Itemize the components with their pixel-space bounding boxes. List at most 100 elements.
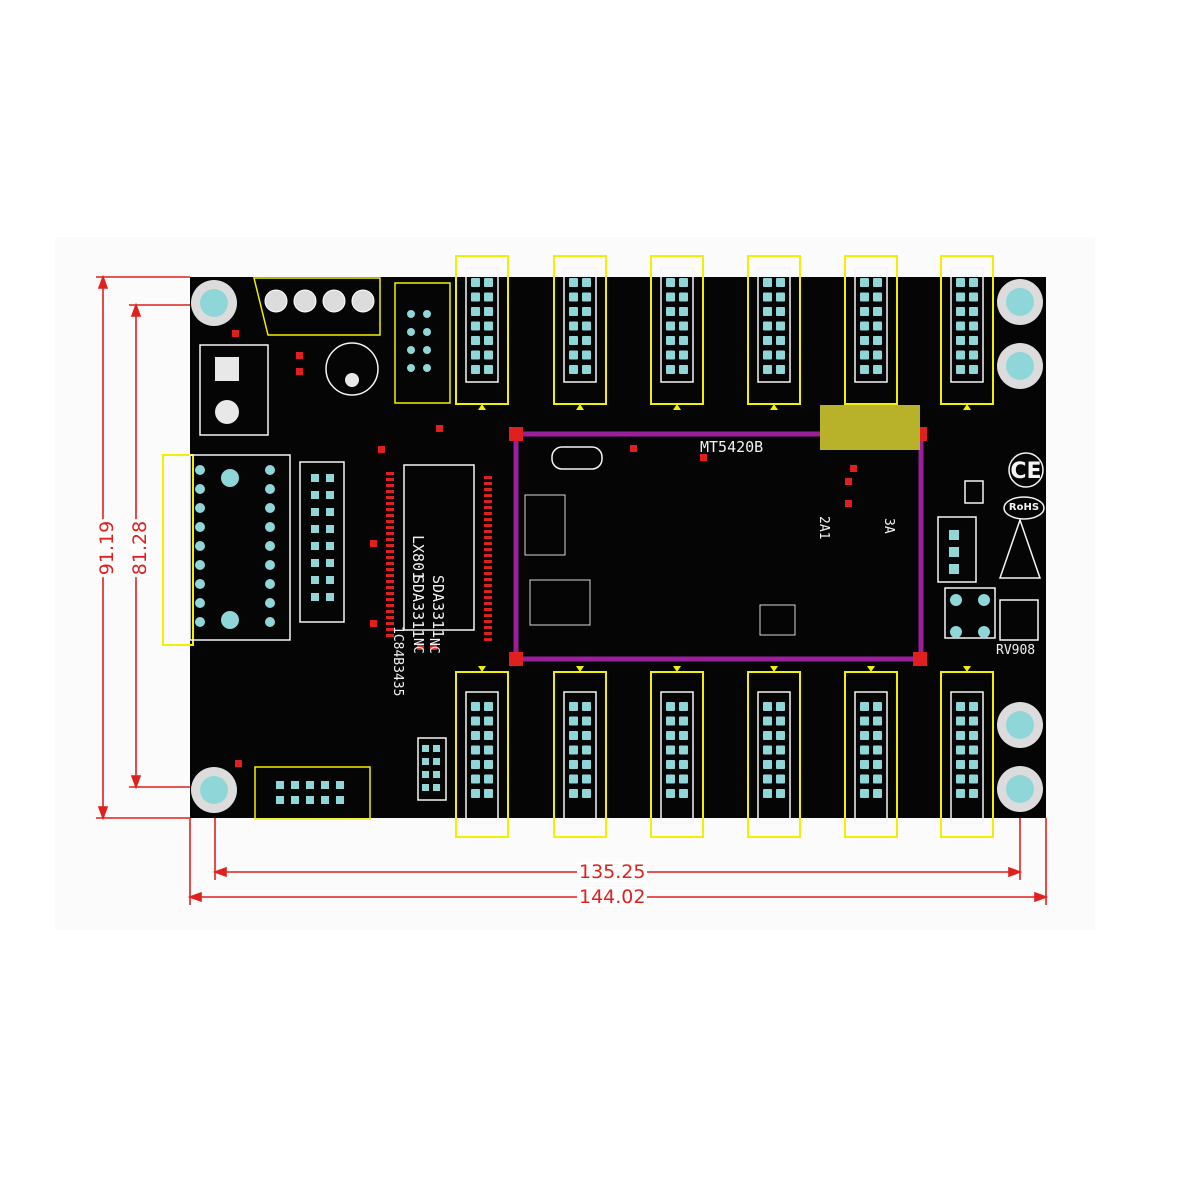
- dc-jack-pin: [215, 400, 239, 424]
- header-pin: [471, 745, 480, 755]
- smd-pad-left: [386, 508, 394, 511]
- right-connector: [937, 516, 977, 583]
- small-header: [417, 737, 447, 801]
- header-pin: [582, 760, 591, 769]
- mounting-hole: [997, 343, 1043, 389]
- header-pin: [569, 774, 578, 784]
- header-pin: [860, 307, 869, 316]
- header-pin: [776, 278, 785, 287]
- header-pin: [582, 745, 591, 755]
- header-pin: [956, 307, 965, 316]
- header-pin: [582, 336, 591, 345]
- header-pin: [484, 716, 493, 726]
- dim-height-outer: 91.19: [96, 518, 119, 578]
- header-pin: [666, 292, 675, 302]
- smd-pad-right: [484, 572, 492, 575]
- mounting-hole: [997, 766, 1043, 812]
- serial-pin: [265, 617, 275, 627]
- smd-pad-right: [484, 518, 492, 521]
- smd-pad-left: [386, 580, 394, 583]
- header-pin: [679, 278, 688, 287]
- serial-pin: [265, 465, 275, 475]
- power-connector-outline: [253, 277, 381, 336]
- header-pin: [776, 350, 785, 360]
- header-pin: [763, 321, 772, 331]
- ribbon-header: [455, 666, 509, 838]
- smd-pad-left: [386, 532, 394, 535]
- header-pin: [763, 760, 772, 769]
- header-pin: [484, 745, 493, 755]
- ribbon-header: [747, 255, 801, 410]
- header-pin: [763, 745, 772, 755]
- smd-pad-right: [484, 524, 492, 527]
- smd-pad-left: [386, 592, 394, 595]
- warning-triangle: [998, 517, 1042, 579]
- smd-pad-right: [484, 554, 492, 557]
- header-pin: [569, 307, 578, 316]
- header-body: [660, 691, 694, 824]
- smd-part: [430, 643, 437, 650]
- ribbon-header: [844, 666, 898, 838]
- main-ic-outline: [403, 464, 475, 631]
- smd-pad-right: [484, 584, 492, 587]
- smd-pad-right: [484, 626, 492, 629]
- header-pin: [873, 731, 882, 740]
- bottom-header-pin: [291, 796, 299, 804]
- small-header-pin: [433, 771, 440, 778]
- header-pin: [873, 350, 882, 360]
- header-pin: [776, 307, 785, 316]
- header-pin: [776, 716, 785, 726]
- smd-pad-right: [484, 590, 492, 593]
- header-pin: [679, 731, 688, 740]
- header-pin: [860, 292, 869, 302]
- smd-pad-right: [484, 614, 492, 617]
- bottom-header-pin: [291, 781, 299, 789]
- smd-pad-right: [484, 500, 492, 503]
- ribbon-header: [650, 666, 704, 838]
- header-pin: [484, 774, 493, 784]
- bottom-header-pin: [276, 781, 284, 789]
- potentiometer-outline: [999, 599, 1039, 641]
- power-pin: [264, 289, 288, 313]
- header-pin: [860, 365, 869, 374]
- ribbon-header: [940, 255, 994, 410]
- header-pin: [666, 307, 675, 316]
- header-pin: [569, 716, 578, 726]
- header-pin: [873, 321, 882, 331]
- header-pin: [582, 731, 591, 740]
- hole-pad: [1006, 352, 1034, 380]
- serial-pin: [265, 579, 275, 589]
- top-small-header: [394, 282, 451, 404]
- side-header-pin: [311, 559, 319, 567]
- top-small-pin: [423, 346, 431, 354]
- header-pin: [873, 365, 882, 374]
- ribbon-header: [650, 255, 704, 410]
- header-pin: [956, 321, 965, 331]
- header-body: [465, 267, 499, 383]
- header-pin: [969, 702, 978, 711]
- header-pin: [969, 789, 978, 798]
- label-cap-a: 2A1: [816, 516, 831, 540]
- header-pin: [484, 760, 493, 769]
- mounting-holes: [191, 279, 1043, 813]
- header-pin: [582, 365, 591, 374]
- pin1-marker: [770, 404, 778, 410]
- header-pin: [666, 731, 675, 740]
- smd-part: [630, 445, 637, 452]
- header-pin: [860, 745, 869, 755]
- small-header-pin: [433, 745, 440, 752]
- header-pin: [569, 292, 578, 302]
- header-body: [854, 267, 888, 383]
- smd-pad-left: [386, 586, 394, 589]
- header-pin: [860, 731, 869, 740]
- rohs-mark: RoHS: [1008, 502, 1040, 513]
- hole-pad: [1006, 711, 1034, 739]
- power-pin: [322, 289, 346, 313]
- header-slots: [455, 255, 994, 838]
- crystal-outline: [551, 446, 603, 470]
- header-pin: [471, 716, 480, 726]
- ic-outline: [529, 579, 591, 626]
- bottom-header-pin: [336, 796, 344, 804]
- smd-pad-right: [484, 608, 492, 611]
